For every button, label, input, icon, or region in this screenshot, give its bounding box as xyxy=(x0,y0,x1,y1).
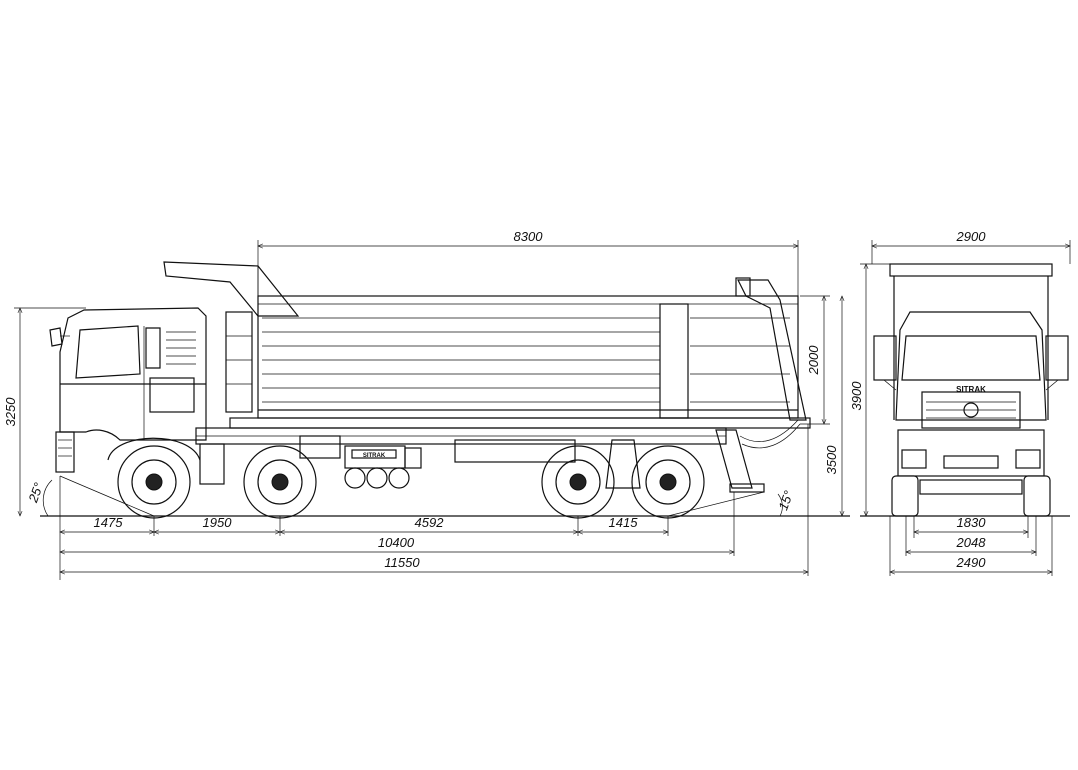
dim-approach-angle: 25° xyxy=(25,481,46,506)
front-tire-left xyxy=(891,475,919,517)
grille-brand-label: SITRAK xyxy=(956,385,986,394)
front-grille xyxy=(921,391,1021,429)
headlight-left xyxy=(901,449,927,469)
dimension-lines: 8300 2900 2000 3500 3250 3900 25° 15° xyxy=(3,229,1070,580)
dim-cab-height: 3250 xyxy=(3,397,18,427)
wheel-front-1 xyxy=(117,445,191,519)
cab xyxy=(49,307,253,485)
dim-axle-spacing-2: 4592 xyxy=(415,515,445,530)
dim-overall-width: 2490 xyxy=(956,555,987,570)
windshield xyxy=(901,335,1041,381)
dim-front-view-height: 3900 xyxy=(849,381,864,411)
dim-chassis-length: 10400 xyxy=(378,535,415,550)
dim-body-height: 2000 xyxy=(806,345,821,376)
brand-emblem-icon xyxy=(963,402,979,418)
wheel-front-2 xyxy=(243,445,317,519)
dim-rear-track: 2048 xyxy=(956,535,987,550)
dim-overall-length: 11550 xyxy=(384,555,420,570)
front-cab xyxy=(895,311,1047,421)
dim-front-width: 2900 xyxy=(956,229,987,244)
side-plate xyxy=(351,449,397,459)
chassis-frame: SITRAK xyxy=(195,419,801,493)
dump-body xyxy=(163,261,811,429)
front-mirror-left xyxy=(873,335,897,381)
front-view: SITRAK xyxy=(860,263,1070,517)
side-view: SITRAK xyxy=(40,261,850,519)
headlight-right xyxy=(1015,449,1041,469)
wheel-rear-1 xyxy=(541,445,615,519)
dim-departure-angle: 15° xyxy=(775,489,796,513)
dim-body-length: 8300 xyxy=(514,229,544,244)
side-plate-label: SITRAK xyxy=(363,453,386,459)
dim-front-overhang: 1475 xyxy=(94,515,124,530)
dim-total-height: 3500 xyxy=(824,445,839,475)
dim-axle-spacing-1: 1950 xyxy=(203,515,233,530)
front-bumper xyxy=(897,429,1045,477)
body-top-front xyxy=(889,263,1053,277)
front-axle xyxy=(919,479,1023,495)
wheel-rear-2 xyxy=(631,445,705,519)
dim-front-track: 1830 xyxy=(957,515,987,530)
dim-axle-spacing-3: 1415 xyxy=(609,515,639,530)
rear-suspension xyxy=(605,439,641,489)
front-mirror-right xyxy=(1045,335,1069,381)
license-plate xyxy=(943,455,999,469)
front-tire-right xyxy=(1023,475,1051,517)
